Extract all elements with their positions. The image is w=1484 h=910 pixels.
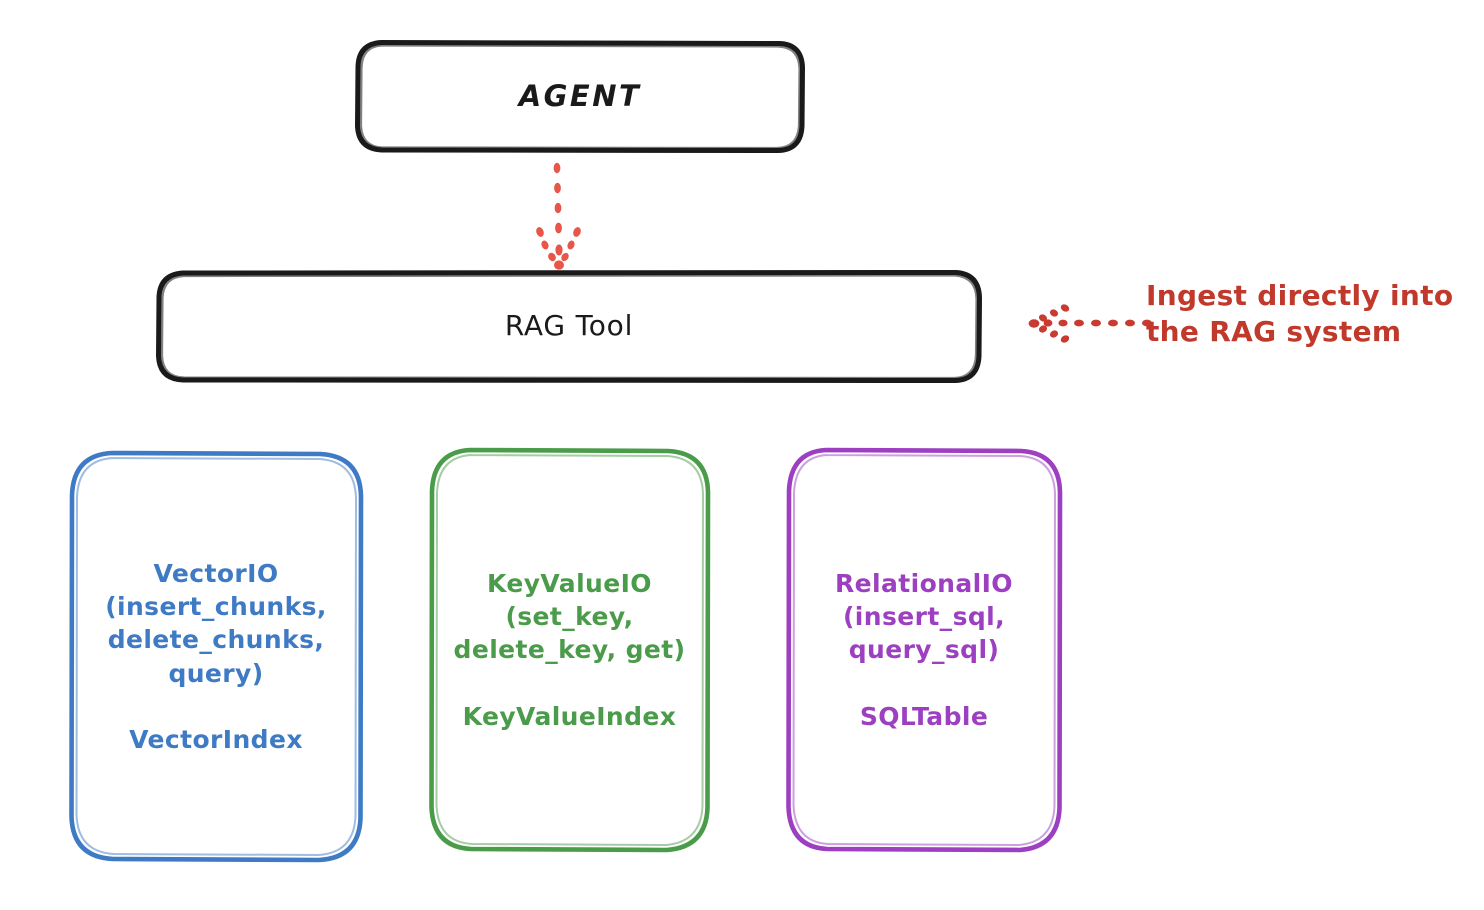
node-rag-tool-label: RAG Tool xyxy=(504,309,634,343)
node-relational-io[interactable]: RelationalIO (insert_sql, query_sql) SQL… xyxy=(785,447,1063,853)
node-rag-tool[interactable]: RAG Tool xyxy=(156,270,982,383)
node-vector-io-label: VectorIO (insert_chunks, delete_chunks, … xyxy=(105,558,327,754)
annotation-ingest: Ingest directly into the RAG system xyxy=(1146,279,1454,348)
node-vector-io[interactable]: VectorIO (insert_chunks, delete_chunks, … xyxy=(68,450,364,863)
node-agent-label: AGENT xyxy=(518,79,642,114)
node-relational-io-label: RelationalIO (insert_sql, query_sql) SQL… xyxy=(835,568,1013,731)
node-agent[interactable]: AGENT xyxy=(355,40,805,153)
node-key-value-io-label: KeyValueIO (set_key, delete_key, get) Ke… xyxy=(453,568,686,731)
node-key-value-io[interactable]: KeyValueIO (set_key, delete_key, get) Ke… xyxy=(428,447,711,853)
connector-agent-to-rag-tool xyxy=(536,162,581,270)
connector-ingest-to-rag-tool xyxy=(1028,304,1152,343)
